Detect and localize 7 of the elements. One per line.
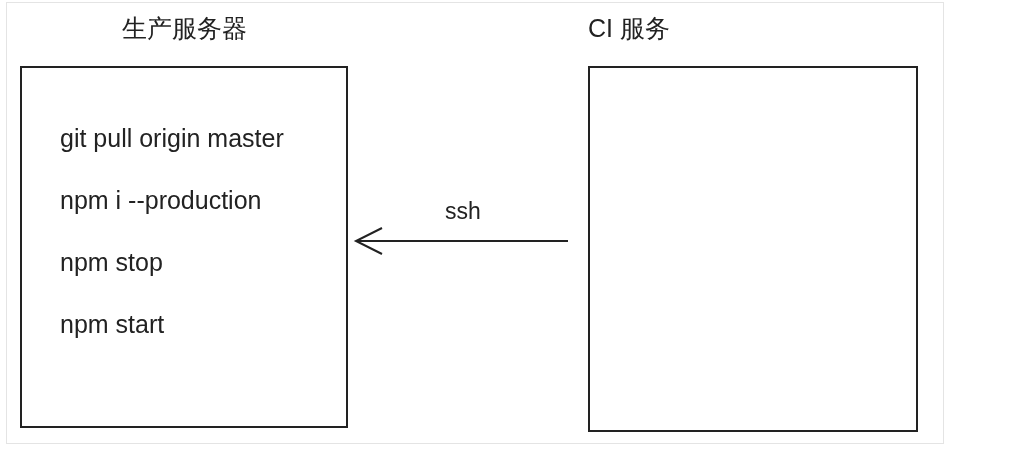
command-text: npm stop [60,250,163,275]
box-title: 生产服务器 [121,14,247,44]
box-title: CI 服务 [588,14,670,44]
command-text: npm start [60,312,165,337]
command-text: git pull origin master [60,126,284,151]
arrow [355,227,569,255]
command-text: npm i --production [60,188,262,213]
